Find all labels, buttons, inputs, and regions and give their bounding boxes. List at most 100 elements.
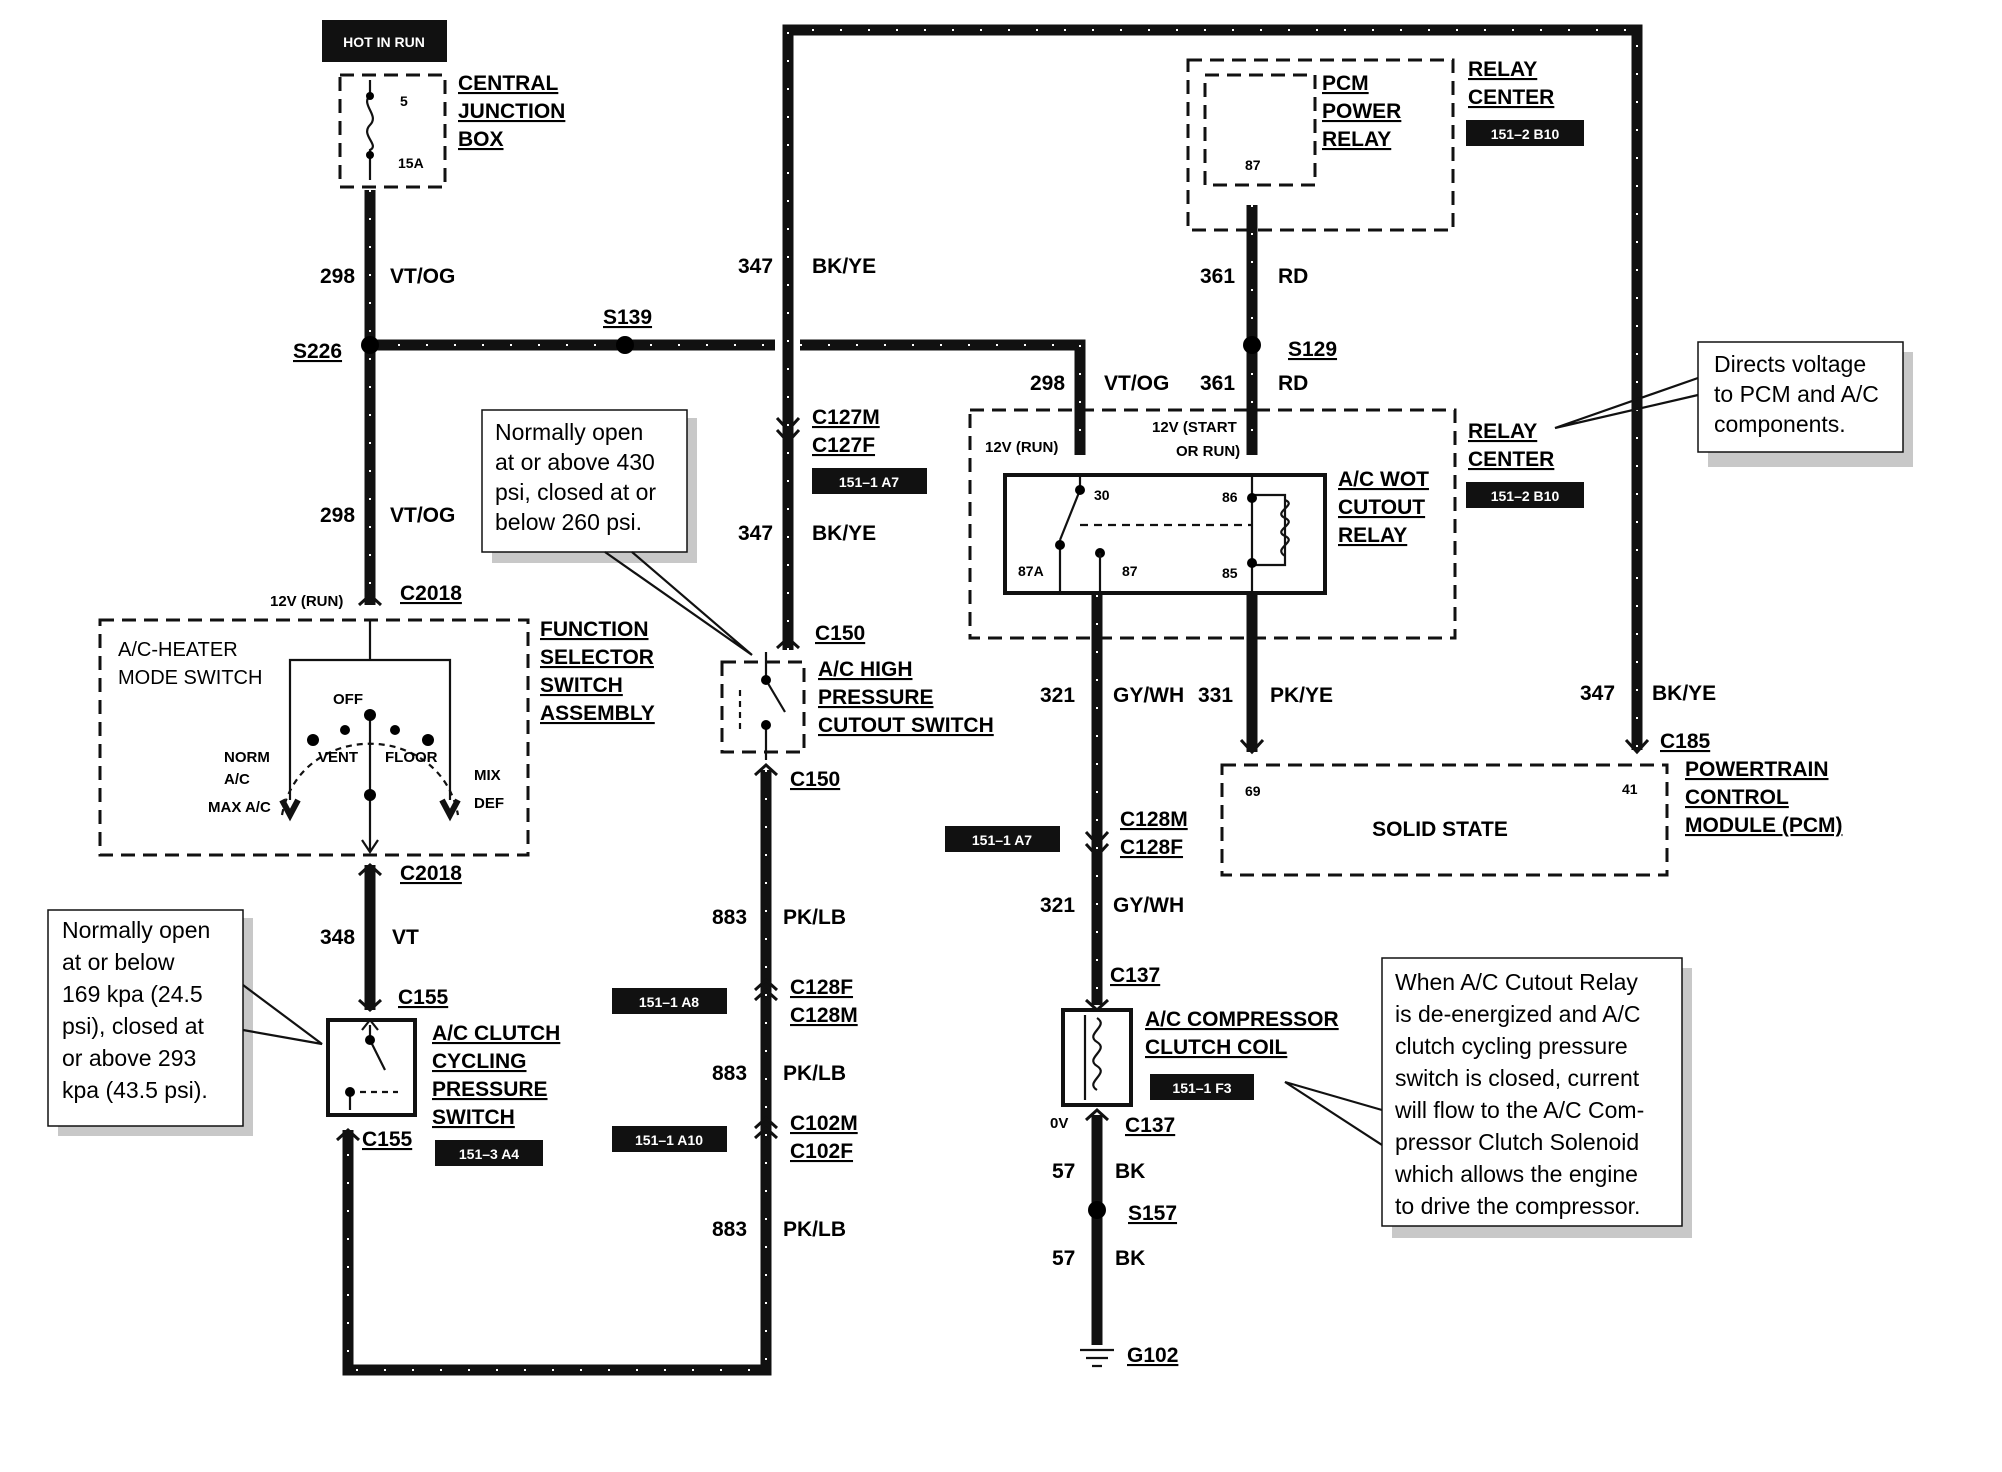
connector-marks	[335, 416, 1650, 1142]
fn-sel-line2: SELECTOR	[540, 646, 654, 669]
wire-361-num-b: 361	[1200, 372, 1235, 395]
mode-off: OFF	[333, 691, 363, 708]
relay-center-line1: RELAY	[1468, 420, 1537, 443]
note-pcm-relay-line3: components.	[1714, 411, 1846, 437]
ground-icon	[1080, 1348, 1114, 1368]
note-clutch-pressure-line2: at or below	[62, 949, 175, 975]
central-junction-box	[338, 73, 447, 189]
pin-87-top: 87	[1245, 157, 1261, 173]
relay-pin-87: 87	[1122, 563, 1138, 579]
run-12v-mode: 12V (RUN)	[270, 593, 343, 610]
wire-348-num: 348	[320, 926, 355, 949]
note-clutch-pressure-line3: 169 kpa (24.5	[62, 981, 203, 1007]
wire-298-color-c: VT/OG	[1104, 372, 1169, 395]
wire-331-num: 331	[1198, 684, 1233, 707]
splice-s139	[616, 336, 634, 354]
wire-331-color: PK/YE	[1270, 684, 1333, 707]
wire-57-color-b: BK	[1115, 1247, 1145, 1270]
wire-883-color-a: PK/LB	[783, 906, 846, 929]
mode-switch-line2: MODE SWITCH	[118, 667, 262, 689]
clutch-switch-icon	[345, 1018, 398, 1110]
label-s157: S157	[1128, 1202, 1177, 1225]
mode-floor: FLOOR	[385, 749, 438, 766]
loc-c102: 151–1 A10	[635, 1132, 703, 1148]
mode-ac: A/C	[224, 771, 250, 788]
wire-298-color-b: VT/OG	[390, 504, 455, 527]
pcm-box	[1220, 763, 1669, 877]
label-c150-top: C150	[815, 622, 865, 645]
mode-mix: MIX	[474, 767, 501, 784]
pcm-power-relay-box	[1203, 73, 1317, 187]
loc-compressor: 151–1 F3	[1172, 1080, 1231, 1096]
note-pcm-relay-line2: to PCM and A/C	[1714, 381, 1879, 407]
note-pcm-relay-line1: Directs voltage	[1714, 351, 1866, 377]
relay-center-top-line1: RELAY	[1468, 58, 1537, 81]
hot-in-run-badge	[322, 20, 447, 62]
wire-361-color-a: RD	[1278, 265, 1308, 288]
clutch-switch-box	[326, 1018, 417, 1117]
zero-volt-label: 0V	[1050, 1115, 1068, 1132]
label-c128f-right: C128F	[1120, 836, 1183, 859]
note-cutout-line5: will flow to the A/C Com-	[1394, 1097, 1644, 1123]
note-clutch-pressure-line1: Normally open	[62, 917, 210, 943]
cjb-line2: JUNCTION	[458, 100, 565, 123]
label-c185: C185	[1660, 730, 1711, 753]
relay-coil-icon	[1247, 475, 1290, 593]
loc-c128-right: 151–1 A7	[972, 832, 1032, 848]
mode-switch-line1: A/C-HEATER	[118, 639, 238, 661]
wire-298-num-a: 298	[320, 265, 355, 288]
label-c155-top: C155	[398, 986, 449, 1009]
note-cutout-line7: which allows the engine	[1394, 1161, 1638, 1187]
relay-center-line2: CENTER	[1468, 448, 1554, 471]
wires	[342, 24, 1643, 1376]
relay-center-top-line2: CENTER	[1468, 86, 1554, 109]
note-clutch-pressure-line4: psi), closed at	[62, 1013, 205, 1039]
mode-max: MAX A/C	[208, 799, 271, 816]
note-cutout-line4: switch is closed, current	[1395, 1065, 1640, 1091]
compressor-coil-box	[1061, 1008, 1133, 1107]
mode-vent: VENT	[318, 749, 358, 766]
wire-347-color-b: BK/YE	[812, 522, 876, 545]
pcm-line1: POWERTRAIN	[1685, 758, 1829, 781]
wire-298-color-a: VT/OG	[390, 265, 455, 288]
wire-298-num-c: 298	[1030, 372, 1065, 395]
note-high-pressure-line1: Normally open	[495, 419, 643, 445]
mode-selector-icon	[279, 620, 461, 854]
wire-321-num-a: 321	[1040, 684, 1075, 707]
loc-c155: 151–3 A4	[459, 1146, 519, 1162]
note-cutout-line8: to drive the compressor.	[1395, 1193, 1640, 1219]
wire-347-num-a: 347	[738, 255, 773, 278]
coil-icon	[1083, 1015, 1102, 1100]
label-c137-bottom: C137	[1125, 1114, 1175, 1137]
compressor-line2: CLUTCH COIL	[1145, 1036, 1287, 1059]
splice-s157	[1088, 1201, 1106, 1219]
clutch-switch-line1: A/C CLUTCH	[432, 1022, 560, 1045]
note-cutout-line2: is de-energized and A/C	[1395, 1001, 1641, 1027]
clutch-switch-line2: CYCLING	[432, 1050, 527, 1073]
note-pcm-relay-box	[1697, 341, 1904, 453]
fn-sel-line4: ASSEMBLY	[540, 702, 655, 725]
wire-321-num-b: 321	[1040, 894, 1075, 917]
ac-high-line2: PRESSURE	[818, 686, 934, 709]
note-cutout-line1: When A/C Cutout Relay	[1395, 969, 1638, 995]
label-c128f-left: C128F	[790, 976, 853, 999]
label-c102f: C102F	[790, 1140, 853, 1163]
label-c150-bottom: C150	[790, 768, 840, 791]
label-c102m: C102M	[790, 1112, 858, 1135]
ac-high-line1: A/C HIGH	[818, 658, 913, 681]
label-c128m-right: C128M	[1120, 808, 1188, 831]
wire-347-num-c: 347	[1580, 682, 1615, 705]
pcm-power-relay-line3: RELAY	[1322, 128, 1391, 151]
wot-relay-line3: RELAY	[1338, 524, 1407, 547]
wot-relay-line2: CUTOUT	[1338, 496, 1425, 519]
note-high-pressure-line3: psi, closed at or	[495, 479, 656, 505]
fuse-amp: 15A	[398, 155, 424, 171]
wire-347-num-b: 347	[738, 522, 773, 545]
wire-883-color-b: PK/LB	[783, 1062, 846, 1085]
label-s226: S226	[293, 340, 342, 363]
ac-high-line3: CUTOUT SWITCH	[818, 714, 994, 737]
note-high-pressure-line4: below 260 psi.	[495, 509, 642, 535]
relay-center-top-box	[1186, 58, 1455, 232]
wire-361-num-a: 361	[1200, 265, 1235, 288]
loc-relay-center-top: 151–2 B10	[1491, 126, 1560, 142]
